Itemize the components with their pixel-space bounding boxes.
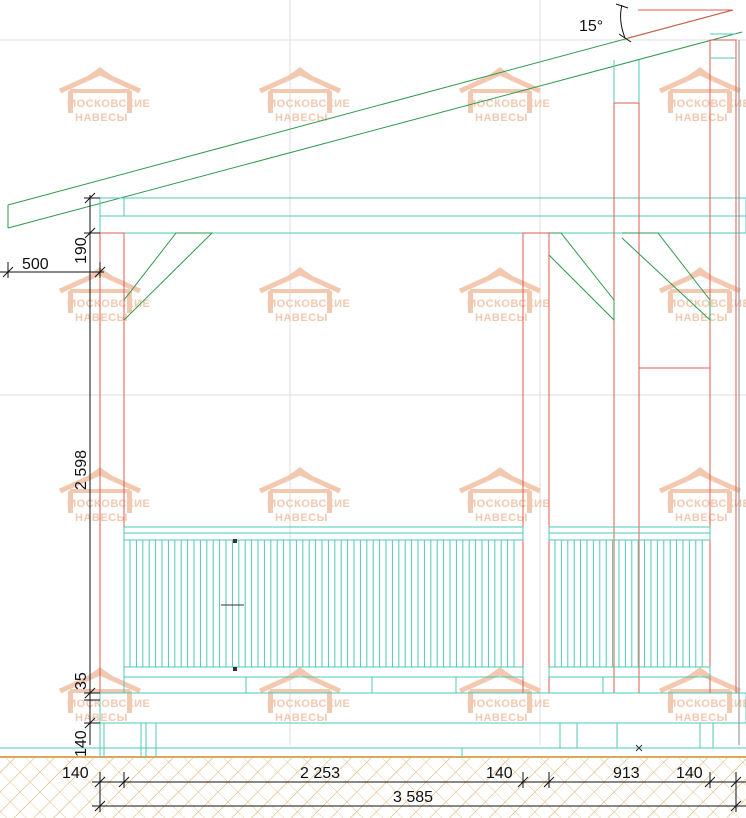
watermark: МОСКОВСКИЕ НАВЕСЫ bbox=[60, 69, 150, 124]
watermark: МОСКОВСКИЕ НАВЕСЫ bbox=[60, 469, 150, 524]
watermark-line2: НАВЕСЫ bbox=[475, 312, 528, 324]
watermark: МОСКОВСКИЕ НАВЕСЫ bbox=[460, 469, 550, 524]
roof-angle-marker: 15° bbox=[579, 3, 734, 43]
watermark-line1: МОСКОВСКИЕ bbox=[267, 698, 350, 710]
horizontal-dimension-chain bbox=[92, 772, 746, 812]
watermark: МОСКОВСКИЕ НАВЕСЫ bbox=[60, 669, 150, 724]
watermark-line2: НАВЕСЫ bbox=[675, 112, 728, 124]
dimension-post-width-right: 140 bbox=[676, 765, 703, 782]
watermark-line2: НАВЕСЫ bbox=[275, 312, 328, 324]
watermark: МОСКОВСКИЕ НАВЕСЫ bbox=[460, 669, 550, 724]
watermark-line1: МОСКОВСКИЕ bbox=[267, 498, 350, 510]
watermark-line2: НАВЕСЫ bbox=[275, 712, 328, 724]
watermark-line1: МОСКОВСКИЕ bbox=[667, 698, 746, 710]
watermark: МОСКОВСКИЕ НАВЕСЫ bbox=[460, 69, 550, 124]
watermark-line2: НАВЕСЫ bbox=[75, 512, 128, 524]
watermark-line2: НАВЕСЫ bbox=[475, 512, 528, 524]
right-post-rear bbox=[613, 102, 640, 694]
watermark-line2: НАВЕСЫ bbox=[275, 112, 328, 124]
watermark-line1: МОСКОВСКИЕ bbox=[467, 98, 550, 110]
watermark: МОСКОВСКИЕ НАВЕСЫ bbox=[660, 669, 746, 724]
watermark-line2: НАВЕСЫ bbox=[75, 712, 128, 724]
dimension-span-right: 913 bbox=[613, 765, 640, 782]
watermark-line2: НАВЕСЫ bbox=[275, 512, 328, 524]
dimension-beam-height: 190 bbox=[73, 237, 90, 264]
gate-hardware bbox=[221, 539, 244, 671]
dimension-post-height: 2 598 bbox=[73, 450, 90, 490]
dimension-total-width: 3 585 bbox=[393, 789, 433, 806]
ground-hatch bbox=[0, 756, 746, 818]
dimension-post-width-left: 140 bbox=[62, 765, 89, 782]
watermark-line1: МОСКОВСКИЕ bbox=[667, 298, 746, 310]
roof-rafter bbox=[7, 9, 743, 229]
watermark-grid: МОСКОВСКИЕ НАВЕСЫ МОСКОВСКИЕ НАВЕСЫ МОСК… bbox=[60, 69, 746, 724]
watermark-line1: МОСКОВСКИЕ bbox=[667, 98, 746, 110]
watermark: МОСКОВСКИЕ НАВЕСЫ bbox=[260, 69, 350, 124]
watermark-line2: НАВЕСЫ bbox=[475, 712, 528, 724]
railing-left-balusters bbox=[129, 540, 515, 667]
dimension-post-width-mid: 140 bbox=[486, 765, 513, 782]
railing-right bbox=[548, 526, 711, 678]
watermark-line1: МОСКОВСКИЕ bbox=[67, 98, 150, 110]
watermark: МОСКОВСКИЕ НАВЕСЫ bbox=[460, 269, 550, 324]
watermark: МОСКОВСКИЕ НАВЕСЫ bbox=[660, 69, 746, 124]
watermark-line2: НАВЕСЫ bbox=[675, 512, 728, 524]
watermark-line1: МОСКОВСКИЕ bbox=[467, 498, 550, 510]
reference-cross-icon bbox=[635, 744, 643, 752]
floor-base bbox=[0, 677, 746, 757]
dimension-sill-height: 35 bbox=[73, 672, 90, 690]
watermark: МОСКОВСКИЕ НАВЕСЫ bbox=[260, 469, 350, 524]
corner-braces bbox=[123, 232, 711, 322]
watermark: МОСКОВСКИЕ НАВЕСЫ bbox=[260, 669, 350, 724]
watermark-line2: НАВЕСЫ bbox=[75, 112, 128, 124]
watermark-line1: МОСКОВСКИЕ bbox=[67, 298, 150, 310]
dimension-overhang: 500 bbox=[22, 256, 49, 273]
watermark-line1: МОСКОВСКИЕ bbox=[467, 698, 550, 710]
watermark: МОСКОВСКИЕ НАВЕСЫ bbox=[60, 269, 150, 324]
top-beam bbox=[99, 197, 746, 234]
watermark-line1: МОСКОВСКИЕ bbox=[467, 298, 550, 310]
posts bbox=[99, 33, 740, 745]
watermark-line2: НАВЕСЫ bbox=[675, 712, 728, 724]
vertical-dimension-chain bbox=[84, 192, 100, 745]
watermark: МОСКОВСКИЕ НАВЕСЫ bbox=[660, 269, 746, 324]
dimension-base-height: 140 bbox=[73, 730, 90, 757]
overhang-dimension bbox=[0, 262, 106, 278]
watermark-line2: НАВЕСЫ bbox=[475, 112, 528, 124]
watermark-line1: МОСКОВСКИЕ bbox=[667, 498, 746, 510]
watermark: МОСКОВСКИЕ НАВЕСЫ bbox=[660, 469, 746, 524]
roof-angle-label: 15° bbox=[579, 18, 603, 35]
watermark-line1: МОСКОВСКИЕ bbox=[67, 498, 150, 510]
watermark-line2: НАВЕСЫ bbox=[675, 312, 728, 324]
right-post bbox=[709, 39, 737, 694]
watermark: МОСКОВСКИЕ НАВЕСЫ bbox=[260, 269, 350, 324]
railing-right-balusters bbox=[554, 540, 703, 667]
dimension-span-main: 2 253 bbox=[300, 765, 340, 782]
watermark-line1: МОСКОВСКИЕ bbox=[267, 298, 350, 310]
watermark-line2: НАВЕСЫ bbox=[75, 312, 128, 324]
watermark-line1: МОСКОВСКИЕ bbox=[67, 698, 150, 710]
watermark-line1: МОСКОВСКИЕ bbox=[267, 98, 350, 110]
railing-left bbox=[123, 526, 524, 678]
